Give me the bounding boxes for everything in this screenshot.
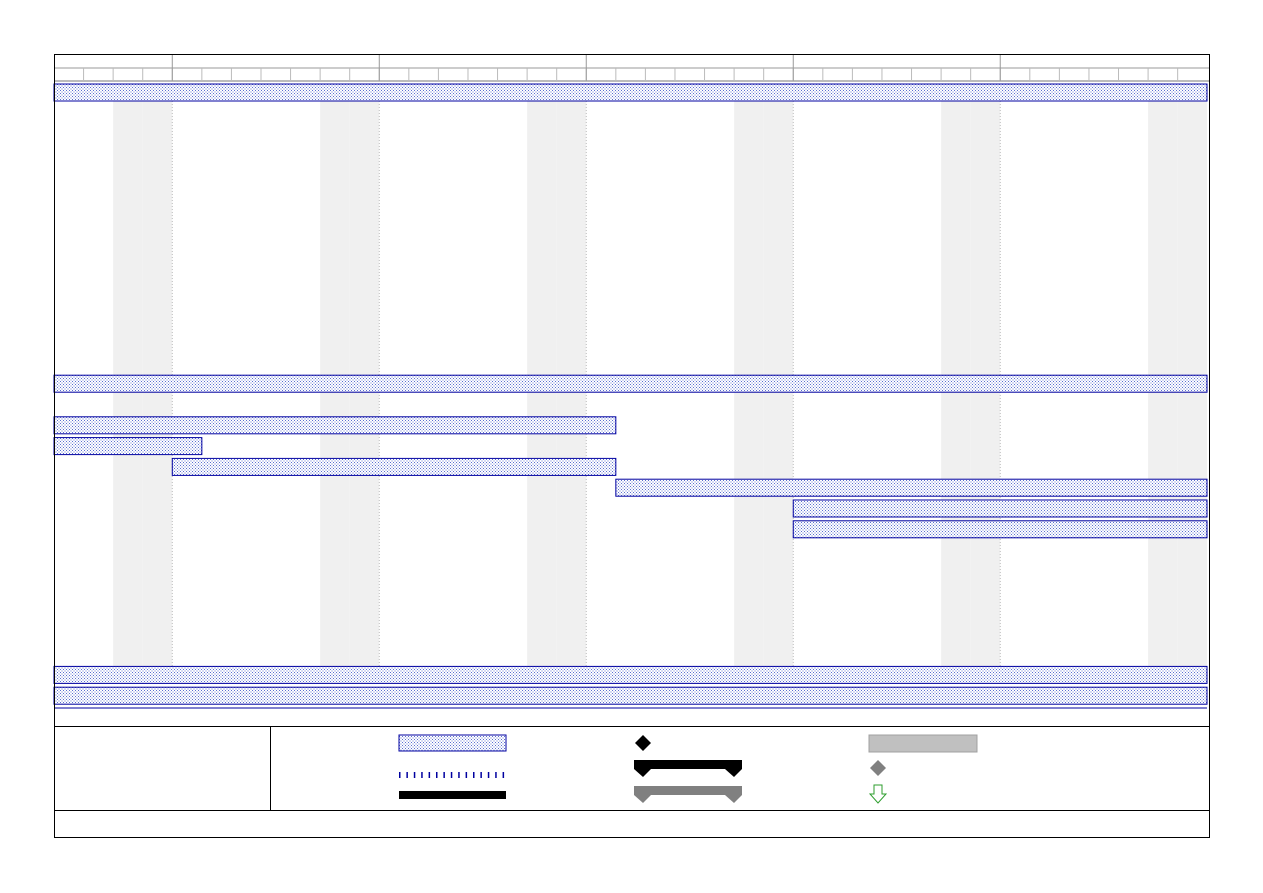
task-bar [792, 499, 1208, 518]
legend-symbols [398, 734, 978, 804]
progress-bar-icon [399, 791, 506, 799]
split-dot [436, 772, 438, 778]
split-dot [413, 772, 416, 778]
split-dot [502, 772, 505, 778]
deadline-arrow-icon [868, 784, 888, 804]
split-dot [458, 772, 460, 778]
task-bar-icon [398, 734, 507, 752]
task-bar [171, 457, 617, 476]
split-dot [495, 772, 497, 778]
project-summary-bracket-icon [634, 786, 742, 803]
footer [54, 811, 1210, 838]
split-dot [443, 772, 445, 778]
split-dot [421, 772, 423, 778]
legend [54, 726, 1210, 811]
split-dots-icon [399, 772, 505, 778]
split-dot [473, 772, 475, 778]
split-dot [480, 772, 482, 778]
gantt-chart [53, 54, 1210, 709]
split-dot [406, 772, 408, 778]
legend-project-info [54, 727, 271, 810]
external-task-bar-icon [868, 734, 978, 753]
external-milestone-icon [870, 760, 886, 776]
split-dot [465, 772, 468, 778]
task-bar [792, 520, 1208, 539]
milestone-diamond-icon [635, 735, 651, 751]
task-bars [53, 83, 1208, 709]
split-dot [450, 772, 453, 778]
split-dot [487, 772, 490, 778]
chart-frame [54, 54, 1210, 838]
split-dot [399, 772, 401, 778]
split-dot [428, 772, 431, 778]
summary-bracket-icon [634, 760, 742, 777]
task-bar [615, 478, 1208, 497]
